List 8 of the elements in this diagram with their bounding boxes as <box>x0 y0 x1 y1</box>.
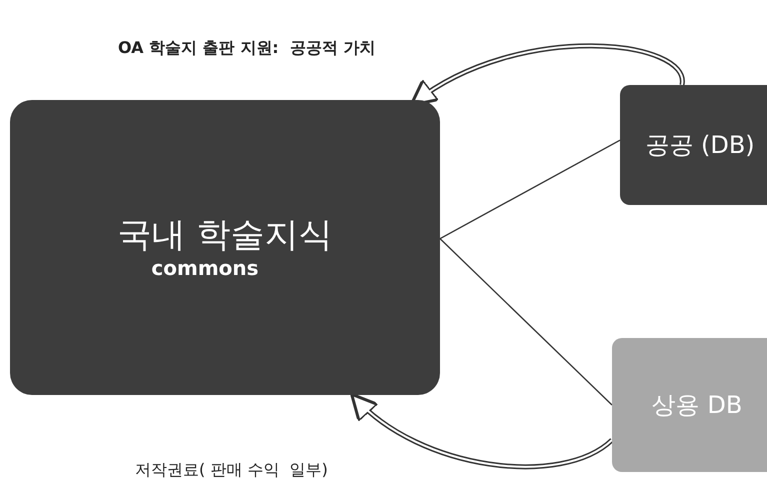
box-title: 공공 (DB) <box>645 130 755 160</box>
box-subtitle: commons <box>151 256 259 280</box>
rounded-box <box>620 85 767 205</box>
rounded-box <box>612 338 767 472</box>
box-title: 상용 DB <box>652 390 742 420</box>
arrow <box>350 393 614 469</box>
box-title: 국내 학술지식 <box>118 215 332 256</box>
rounded-box <box>10 100 440 395</box>
